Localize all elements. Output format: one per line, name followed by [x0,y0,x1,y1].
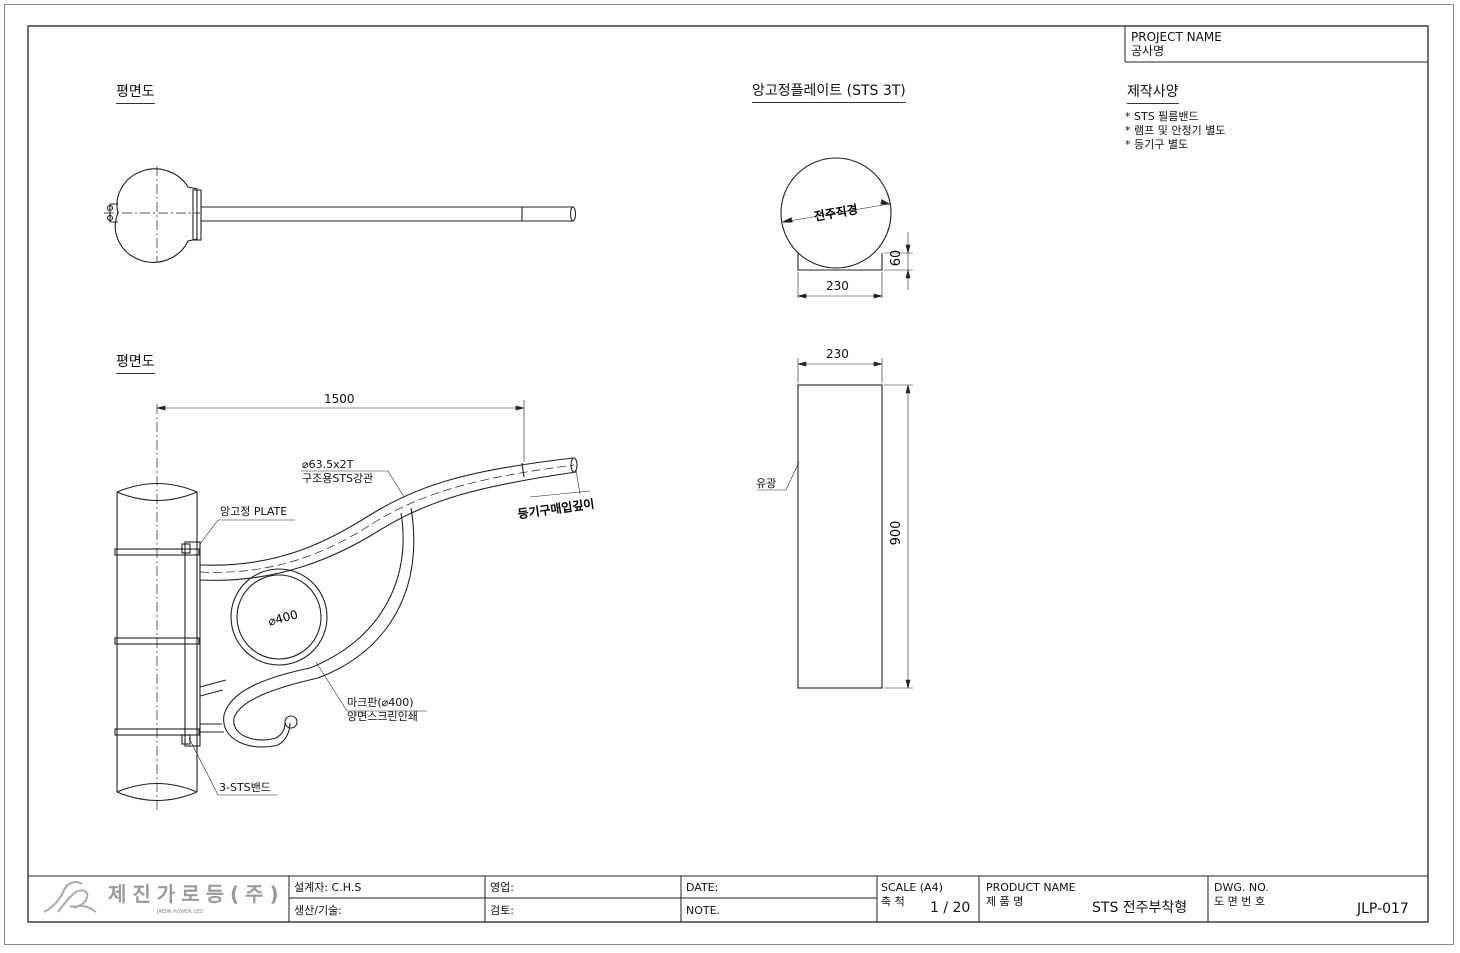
product-name-label: PRODUCT NAME [986,881,1076,894]
project-name-label: PROJECT NAME [1131,30,1222,44]
company-name: 제진가로등(주) [108,882,285,906]
review-field: 검토: [490,904,514,917]
product-name-ko-label: 제 품 명 [986,895,1024,908]
bottom-plan-title: 평면도 [116,355,155,374]
panel-height-dim: 900 [889,521,904,546]
company-name-en: JAEJIN POWER LED [157,909,204,915]
panel-width-dim: 230 [826,347,849,361]
band-label: 3-STS밴드 [219,781,271,794]
scale-label: SCALE (A4) [881,881,943,894]
sales-field: 영업: [490,881,514,894]
sign-print-label: 양면스크린인쇄 [347,710,418,723]
outer-border [4,4,1454,945]
project-name-box [1124,26,1428,63]
spec-item: * 등기구 별도 [1125,138,1189,151]
anchor-plate-view [780,157,913,299]
side-elevation-view [114,404,578,812]
scale-ko-label: 축 척 [881,895,905,908]
plate-label: 앙고정 PLATE [220,505,288,518]
anchor-plate-title: 앙고정플레이트 (STS 3T) [752,84,906,103]
date-field: DATE: [686,881,719,894]
drawing-frame [27,25,1429,923]
company-logo-icon [43,881,97,913]
sign-panel-view [797,358,913,689]
plate-width-dim: 230 [826,279,849,293]
sign-diameter-label: ⌀400 [267,607,300,628]
spec-item: * STS 필름밴드 [1125,110,1199,123]
dwg-no-value: JLP-017 [1357,901,1409,917]
product-name-value: STS 전주부착형 [1092,900,1188,916]
spec-item: * 램프 및 안정기 별도 [1125,124,1226,137]
finish-label: 유광 [756,477,777,490]
dwg-no-ko-label: 도 면 번 호 [1214,895,1265,908]
production-field: 생산/기술: [294,904,342,917]
plate-height-dim: 60 [889,250,904,267]
arm-length-dimension [156,400,525,462]
scale-value: 1 / 20 [930,900,971,916]
dwg-no-label: DWG. NO. [1214,881,1269,894]
pipe-dim-label: ⌀63.5x2T [302,458,354,471]
title-block-grid [28,875,1428,922]
sign-panel-label: 마크판(⌀400) [347,696,414,709]
arm-length-dim: 1500 [324,392,355,406]
spec-title: 제작사양 [1127,85,1179,104]
pipe-material-label: 구조용STS강관 [302,472,374,485]
leader-lines [188,461,800,796]
top-plan-view [104,166,577,263]
top-plan-title: 평면도 [116,85,155,104]
designer-field: 설계자: C.H.S [294,881,362,894]
project-name-ko-label: 공사명 [1131,44,1165,58]
pole-diameter-label: 전주직경 [813,201,859,223]
note-field: NOTE. [686,904,721,917]
insert-depth-label: 등기구매입깊이 [517,496,596,522]
